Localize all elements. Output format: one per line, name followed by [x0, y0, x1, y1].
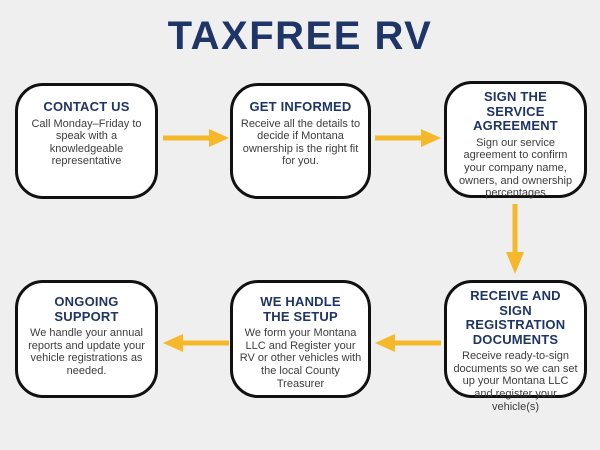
step-title: SIGN THE SERVICE AGREEMENT	[473, 89, 558, 134]
step-body: Call Monday–Friday to speak with a knowl…	[31, 117, 142, 168]
page-title: TAXFREE RV	[167, 14, 433, 58]
arrow-right-icon	[375, 126, 441, 150]
arrow-right-icon	[163, 126, 229, 150]
step-title: CONTACT US	[43, 99, 130, 114]
step-box-contact-us: CONTACT US Call Monday–Friday to speak w…	[15, 83, 158, 199]
step-title: RECEIVE AND SIGN REGISTRATION DOCUMENTS	[465, 288, 566, 347]
step-box-get-informed: GET INFORMED Receive all the details to …	[230, 83, 371, 199]
step-title: WE HANDLE THE SETUP	[260, 294, 341, 324]
step-body: Receive all the details to decide if Mon…	[240, 117, 361, 168]
step-box-ongoing-support: ONGOING SUPPORT We handle your annual re…	[15, 280, 158, 398]
step-body: Sign our service agreement to confirm yo…	[458, 136, 573, 200]
step-box-receive-sign-registration-documents: RECEIVE AND SIGN REGISTRATION DOCUMENTS …	[444, 280, 587, 413]
arrow-left-icon	[375, 331, 441, 355]
arrow-left-icon	[163, 331, 229, 355]
step-title: ONGOING SUPPORT	[54, 294, 119, 324]
step-box-sign-service-agreement: SIGN THE SERVICE AGREEMENT Sign our serv…	[444, 81, 587, 200]
step-box-we-handle-the-setup: WE HANDLE THE SETUP We form your Montana…	[230, 280, 371, 398]
step-body: We form your Montana LLC and Register yo…	[239, 327, 362, 390]
step-title: GET INFORMED	[249, 99, 352, 114]
step-body: We handle your annual reports and update…	[28, 327, 145, 378]
arrow-down-icon	[503, 204, 527, 274]
step-body: Receive ready-to-sign documents so we ca…	[453, 350, 578, 413]
